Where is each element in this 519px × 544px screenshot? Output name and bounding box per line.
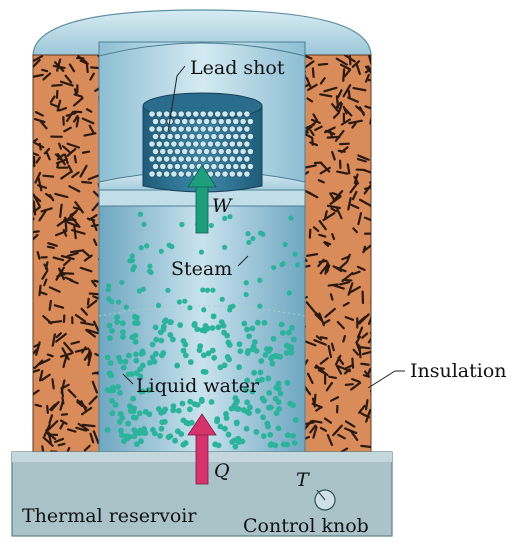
steam-leader — [237, 255, 249, 267]
insulation-right — [304, 54, 372, 453]
heat-label: Q — [214, 460, 230, 482]
steam-molecules — [105, 211, 301, 313]
lead-shot-leader — [167, 65, 186, 133]
lead-shot-bucket — [142, 92, 263, 193]
lead-shot-label: Lead shot — [190, 57, 285, 79]
control-knob-icon[interactable] — [314, 489, 336, 511]
control-knob-label: Control knob — [243, 515, 369, 537]
insulation-left — [32, 54, 100, 453]
water-leader — [122, 373, 134, 385]
work-label: W — [212, 195, 233, 217]
heat-arrow-icon — [187, 413, 217, 485]
temperature-label: T — [296, 469, 310, 491]
insulation-leader — [367, 370, 405, 389]
liquid-water-molecules — [104, 313, 299, 450]
steam-label: Steam — [171, 258, 232, 280]
work-arrow-icon — [187, 164, 217, 234]
thermal-reservoir-label: Thermal reservoir — [22, 505, 197, 527]
liquid-water-label: Liquid water — [136, 375, 260, 397]
insulation-label: Insulation — [410, 360, 507, 382]
